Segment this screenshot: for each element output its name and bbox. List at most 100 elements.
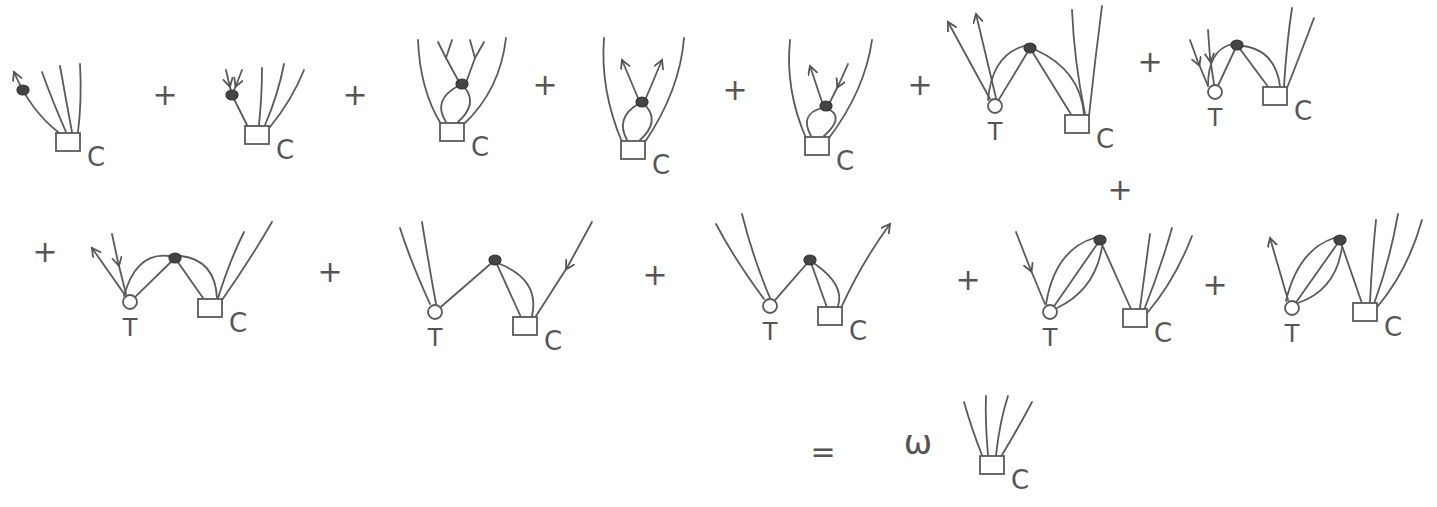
circle-outline — [987, 98, 1003, 114]
diagram-stroke — [446, 58, 458, 80]
circle-outline — [1207, 84, 1223, 100]
operator-label: C — [836, 148, 854, 174]
diagram-stroke — [841, 224, 890, 308]
diagram-stroke — [1024, 43, 1036, 53]
box-outline — [1064, 114, 1090, 134]
box-outline — [245, 126, 269, 144]
operator-box: C — [1352, 302, 1378, 322]
vertex-circle: T — [122, 294, 138, 310]
diagram-stroke — [259, 68, 262, 125]
box-outline — [1353, 303, 1377, 321]
operator-label: C — [1096, 126, 1114, 152]
box-outline — [1262, 86, 1288, 106]
box-outline — [197, 298, 223, 318]
box-outline — [512, 316, 538, 336]
diagram-stroke — [622, 60, 638, 98]
diagram-stroke — [470, 40, 475, 58]
circle-outline — [1042, 304, 1058, 320]
diagram-stroke — [1231, 40, 1243, 50]
plus-sign: + — [1137, 47, 1162, 77]
diagram-stroke — [988, 46, 1024, 100]
diagram-stroke — [270, 70, 304, 127]
operator-label: C — [276, 137, 294, 163]
diagram-stroke — [169, 253, 181, 263]
diagram-stroke — [1286, 238, 1334, 301]
operator-label: C — [849, 318, 867, 344]
propagator-line — [441, 260, 520, 316]
plus-sign: + — [317, 257, 342, 287]
vertex-label: T — [123, 316, 138, 340]
diagram-stroke — [1148, 236, 1192, 312]
plus-sign: + — [342, 80, 367, 110]
vertex-label: T — [763, 320, 778, 344]
plus-sign: + — [1202, 270, 1227, 300]
box-outline — [244, 125, 270, 145]
diagram-stroke — [807, 108, 822, 136]
box-outline — [805, 137, 829, 155]
diagram-stroke — [1057, 247, 1102, 308]
diagram-stroke — [1190, 40, 1208, 86]
circle-outline — [122, 294, 138, 310]
vertex-circle: T — [1284, 300, 1300, 316]
diagram-stroke — [636, 97, 648, 107]
operator-box: C — [1064, 114, 1090, 134]
diagram-stroke — [830, 64, 848, 102]
diagram-stroke — [418, 40, 441, 124]
operator-label: C — [1384, 314, 1402, 340]
diagram-stroke — [948, 22, 990, 99]
circle-outline — [427, 304, 443, 320]
diagram-stroke — [986, 396, 988, 455]
diagram-stroke — [222, 222, 272, 300]
operator-box: C — [512, 316, 538, 336]
propagator-line — [1297, 240, 1362, 302]
box-outline — [513, 317, 537, 335]
box-outline — [817, 306, 843, 326]
diagram-stroke — [458, 88, 470, 122]
plus-sign: + — [1107, 175, 1132, 205]
plus-sign: + — [642, 260, 667, 290]
operator-box: C — [979, 455, 1005, 475]
vertex-circle: T — [427, 304, 443, 320]
diagram-stroke — [14, 72, 58, 132]
diagram-stroke — [820, 101, 832, 111]
vertex-label: T — [428, 326, 443, 350]
diagram-stroke — [810, 66, 822, 102]
vertex-circle: T — [762, 298, 778, 314]
diagram-stroke — [1144, 228, 1172, 310]
diagram-stroke — [226, 90, 238, 100]
diagram-stroke — [60, 66, 72, 132]
box-outline — [198, 299, 222, 317]
diagram-stroke — [1284, 8, 1292, 86]
operator-label: C — [652, 152, 670, 178]
operator-label: C — [544, 328, 562, 354]
vertex-circle: T — [1207, 84, 1223, 100]
circle-outline — [123, 295, 137, 309]
box-outline — [55, 132, 81, 152]
diagram-stroke — [829, 40, 872, 138]
propagator-line — [999, 48, 1071, 114]
vertex-label: T — [988, 120, 1003, 144]
diagram-stroke — [438, 42, 446, 58]
diagram-stroke — [422, 222, 436, 304]
operator-box: C — [817, 306, 843, 326]
vertex-circle: T — [1042, 304, 1058, 320]
diagram-stroke — [467, 58, 475, 80]
diagram-stroke — [1243, 46, 1280, 86]
vertex-label: T — [1208, 106, 1223, 130]
operator-label: C — [1294, 98, 1312, 124]
box-outline — [1263, 87, 1287, 105]
diagram-stroke — [17, 85, 29, 95]
diagram-stroke — [456, 79, 468, 89]
diagram-stroke — [1378, 220, 1422, 306]
circle-outline — [762, 298, 778, 314]
diagram-stroke — [1089, 6, 1102, 116]
operator-box: C — [1122, 308, 1148, 328]
box-outline — [979, 455, 1005, 475]
operator-box: C — [620, 140, 646, 160]
diagram-stroke — [623, 104, 638, 140]
diagram-stroke — [1002, 402, 1032, 455]
diagram-stroke — [1334, 235, 1346, 245]
circle-outline — [763, 299, 777, 313]
